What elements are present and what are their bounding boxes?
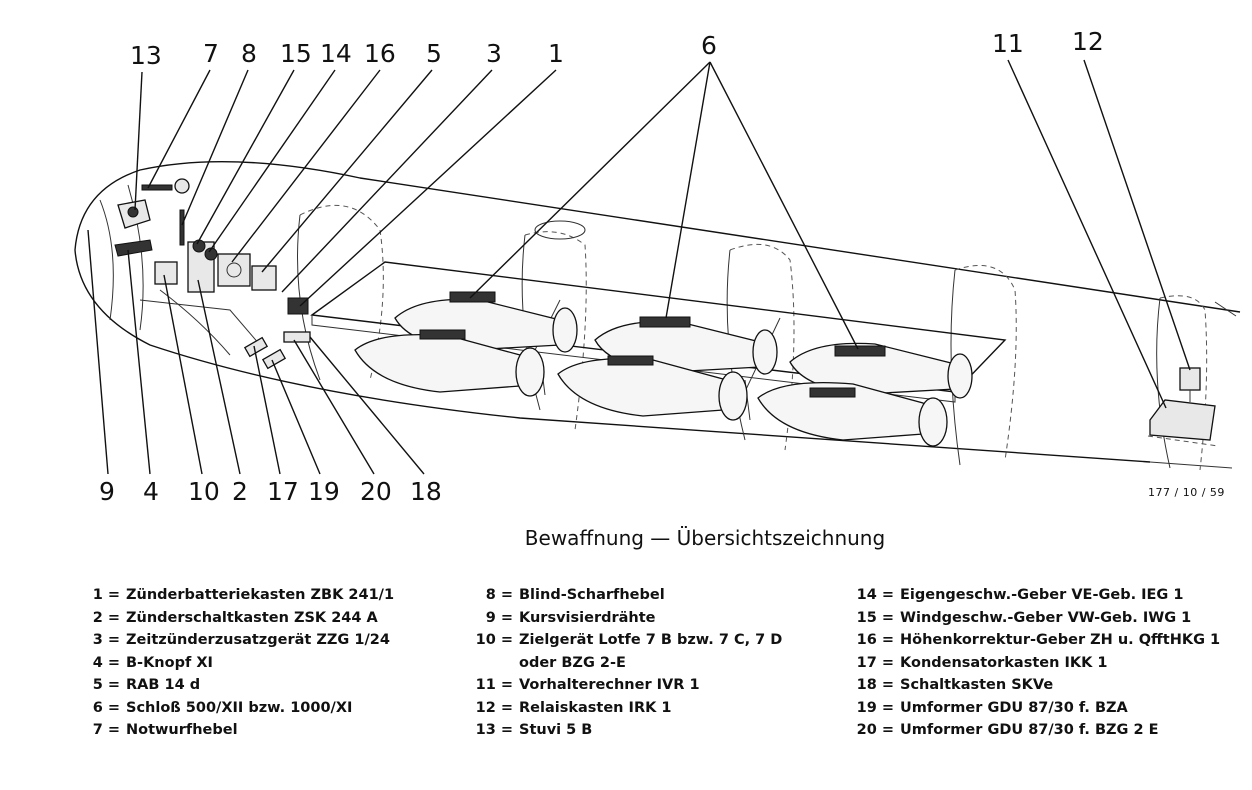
legend-item: 12 = Relaiskasten IRK 1 bbox=[456, 697, 782, 720]
legend-item-number: 11 = bbox=[475, 677, 513, 693]
legend-item-number: 3 = bbox=[92, 632, 120, 648]
legend-item-number: 13 = bbox=[475, 722, 513, 738]
legend-item-number: 6 = bbox=[92, 699, 120, 716]
legend-item-label: Blind-Scharfhebel bbox=[519, 587, 665, 603]
legend-item-label: B-Knopf XI bbox=[126, 654, 213, 671]
legend-item-label: Eigengeschw.-Geber VE-Geb. IEG 1 bbox=[900, 587, 1184, 603]
legend-item: 3 = Zeitzünderzusatzgerät ZZG 1/24 bbox=[68, 629, 394, 652]
legend-item-number: 2 = bbox=[92, 609, 120, 626]
legend-item-number: 8 = bbox=[485, 587, 513, 603]
legend-item-label: Zünderbatteriekasten ZBK 241/1 bbox=[126, 587, 395, 603]
legend-item: 13 = Stuvi 5 B bbox=[456, 719, 782, 742]
legend-item: 4 = B-Knopf XI bbox=[68, 652, 394, 675]
legend-item-number: 4 = bbox=[92, 654, 120, 671]
legend-item: 20 = Umformer GDU 87/30 f. BZG 2 E bbox=[840, 719, 1220, 742]
bomb-lower-2 bbox=[557, 355, 748, 421]
legend-item-number: 17 = bbox=[856, 654, 894, 671]
legend-item: 15 = Windgeschw.-Geber VW-Geb. IWG 1 bbox=[840, 607, 1220, 630]
callout-17: 17 bbox=[267, 477, 299, 506]
legend-item: oder BZG 2-E bbox=[456, 652, 782, 675]
legend-item-label: Höhenkorrektur-Geber ZH u. QfftHKG 1 bbox=[900, 632, 1221, 648]
legend-item: 8 = Blind-Scharfhebel bbox=[456, 584, 782, 607]
bomb-upper-3 bbox=[789, 342, 973, 399]
legend-item-label: oder BZG 2-E bbox=[519, 654, 626, 671]
callout-10: 10 bbox=[188, 477, 220, 506]
bomb-group bbox=[354, 291, 973, 447]
legend-item-number: 9 = bbox=[485, 609, 513, 626]
legend-item-label: Zielgerät Lotfe 7 B bzw. 7 C, 7 D bbox=[519, 632, 783, 648]
legend-item-number: 12 = bbox=[475, 699, 513, 716]
bomb-lower-3 bbox=[757, 382, 948, 447]
legend-item: 17 = Kondensatorkasten IKK 1 bbox=[840, 652, 1220, 675]
legend-item-label: Kursvisierdrähte bbox=[519, 609, 656, 626]
callout-7: 7 bbox=[203, 39, 219, 68]
legend-item-number: 5 = bbox=[92, 677, 120, 693]
legend-item-label: Stuvi 5 B bbox=[519, 722, 593, 738]
callout-2: 2 bbox=[232, 477, 248, 506]
legend-column-2: 8 = Blind-Scharfhebel 9 = Kursvisierdrähte 1… bbox=[456, 584, 783, 742]
callout-11: 11 bbox=[992, 29, 1024, 58]
legend-column-1: 1 = Zünderbatteriekasten ZBK 241/1 2 = Zünd… bbox=[68, 584, 394, 742]
legend-item: 5 = RAB 14 d bbox=[68, 674, 394, 697]
legend-item-label: Umformer GDU 87/30 f. BZG 2 E bbox=[900, 722, 1159, 738]
rear-equipment bbox=[1147, 367, 1219, 447]
legend-item-label: Notwurfhebel bbox=[126, 722, 238, 738]
legend-item-label: Windgeschw.-Geber VW-Geb. IWG 1 bbox=[900, 609, 1192, 626]
callout-14: 14 bbox=[320, 39, 352, 68]
legend-item-number: 16 = bbox=[856, 632, 894, 648]
callout-13: 13 bbox=[130, 41, 162, 70]
legend-item-label: RAB 14 d bbox=[126, 677, 201, 693]
legend-item-label: Schloß 500/XII bzw. 1000/XI bbox=[126, 699, 353, 716]
callout-18: 18 bbox=[410, 477, 442, 506]
legend-item-label: Kondensatorkasten IKK 1 bbox=[900, 654, 1108, 671]
callout-4: 4 bbox=[143, 477, 159, 506]
callout-8: 8 bbox=[241, 39, 257, 68]
legend-item-number: 15 = bbox=[856, 609, 894, 626]
legend-item-label: Relaiskasten IRK 1 bbox=[519, 699, 672, 716]
legend-item: 14 = Eigengeschw.-Geber VE-Geb. IEG 1 bbox=[840, 584, 1220, 607]
cockpit-equipment bbox=[114, 178, 311, 370]
callout-9: 9 bbox=[99, 477, 115, 506]
callout-20: 20 bbox=[360, 477, 392, 506]
legend-item-number: 1 = bbox=[92, 587, 120, 603]
page-title: Bewaffnung — Übersichtszeichnung bbox=[524, 526, 886, 550]
legend-item: 7 = Notwurfhebel bbox=[68, 719, 394, 742]
bomb-lower-1 bbox=[354, 329, 545, 397]
callout-16: 16 bbox=[364, 39, 396, 68]
legend-item: 9 = Kursvisierdrähte bbox=[456, 607, 782, 630]
legend-item-label: Schaltkasten SKVe bbox=[900, 677, 1054, 693]
legend-item: 2 = Zünderschaltkasten ZSK 244 A bbox=[68, 607, 394, 630]
callout-19: 19 bbox=[308, 477, 340, 506]
legend-item-label: Vorhalterechner IVR 1 bbox=[519, 677, 700, 693]
leader-lines bbox=[87, 59, 1191, 475]
legend-item: 6 = Schloß 500/XII bzw. 1000/XI bbox=[68, 697, 394, 720]
legend-item-number: 20 = bbox=[856, 722, 894, 738]
legend-item: 1 = Zünderbatteriekasten ZBK 241/1 bbox=[68, 584, 394, 607]
legend-item: 18 = Schaltkasten SKVe bbox=[840, 674, 1220, 697]
callout-6: 6 bbox=[701, 31, 717, 60]
legend-item-label: Zünderschaltkasten ZSK 244 A bbox=[126, 609, 378, 626]
drawing-reference-number: 177 / 10 / 59 bbox=[1148, 486, 1225, 499]
legend-column-3: 14 = Eigengeschw.-Geber VE-Geb. IEG 1 15 =… bbox=[840, 584, 1221, 742]
legend-item-number bbox=[456, 652, 513, 675]
legend-item-label: Umformer GDU 87/30 f. BZA bbox=[900, 699, 1128, 716]
legend-item-number: 7 = bbox=[92, 722, 120, 738]
legend-item-number: 18 = bbox=[856, 677, 894, 693]
legend-item: 16 = Höhenkorrektur-Geber ZH u. QfftHKG 1 bbox=[840, 629, 1221, 652]
callout-5: 5 bbox=[426, 39, 442, 68]
callout-15: 15 bbox=[280, 39, 312, 68]
legend-item-label: Zeitzünderzusatzgerät ZZG 1/24 bbox=[126, 632, 390, 648]
legend-item: 19 = Umformer GDU 87/30 f. BZA bbox=[840, 697, 1220, 720]
legend-item-number: 14 = bbox=[856, 587, 894, 603]
callout-1: 1 bbox=[548, 39, 564, 68]
fuselage-outline bbox=[74, 160, 1241, 471]
legend-item-number: 10 = bbox=[475, 632, 513, 648]
legend-item: 11 = Vorhalterechner IVR 1 bbox=[456, 674, 782, 697]
callout-3: 3 bbox=[486, 39, 502, 68]
legend-item-number: 19 = bbox=[856, 699, 894, 716]
legend-item: 10 = Zielgerät Lotfe 7 B bzw. 7 C, 7 D bbox=[456, 629, 783, 652]
fuselage-armament-drawing: 13 7 8 15 14 16 5 3 1 6 11 12 9 4 10 2 1… bbox=[74, 27, 1241, 506]
callout-12: 12 bbox=[1072, 27, 1104, 56]
